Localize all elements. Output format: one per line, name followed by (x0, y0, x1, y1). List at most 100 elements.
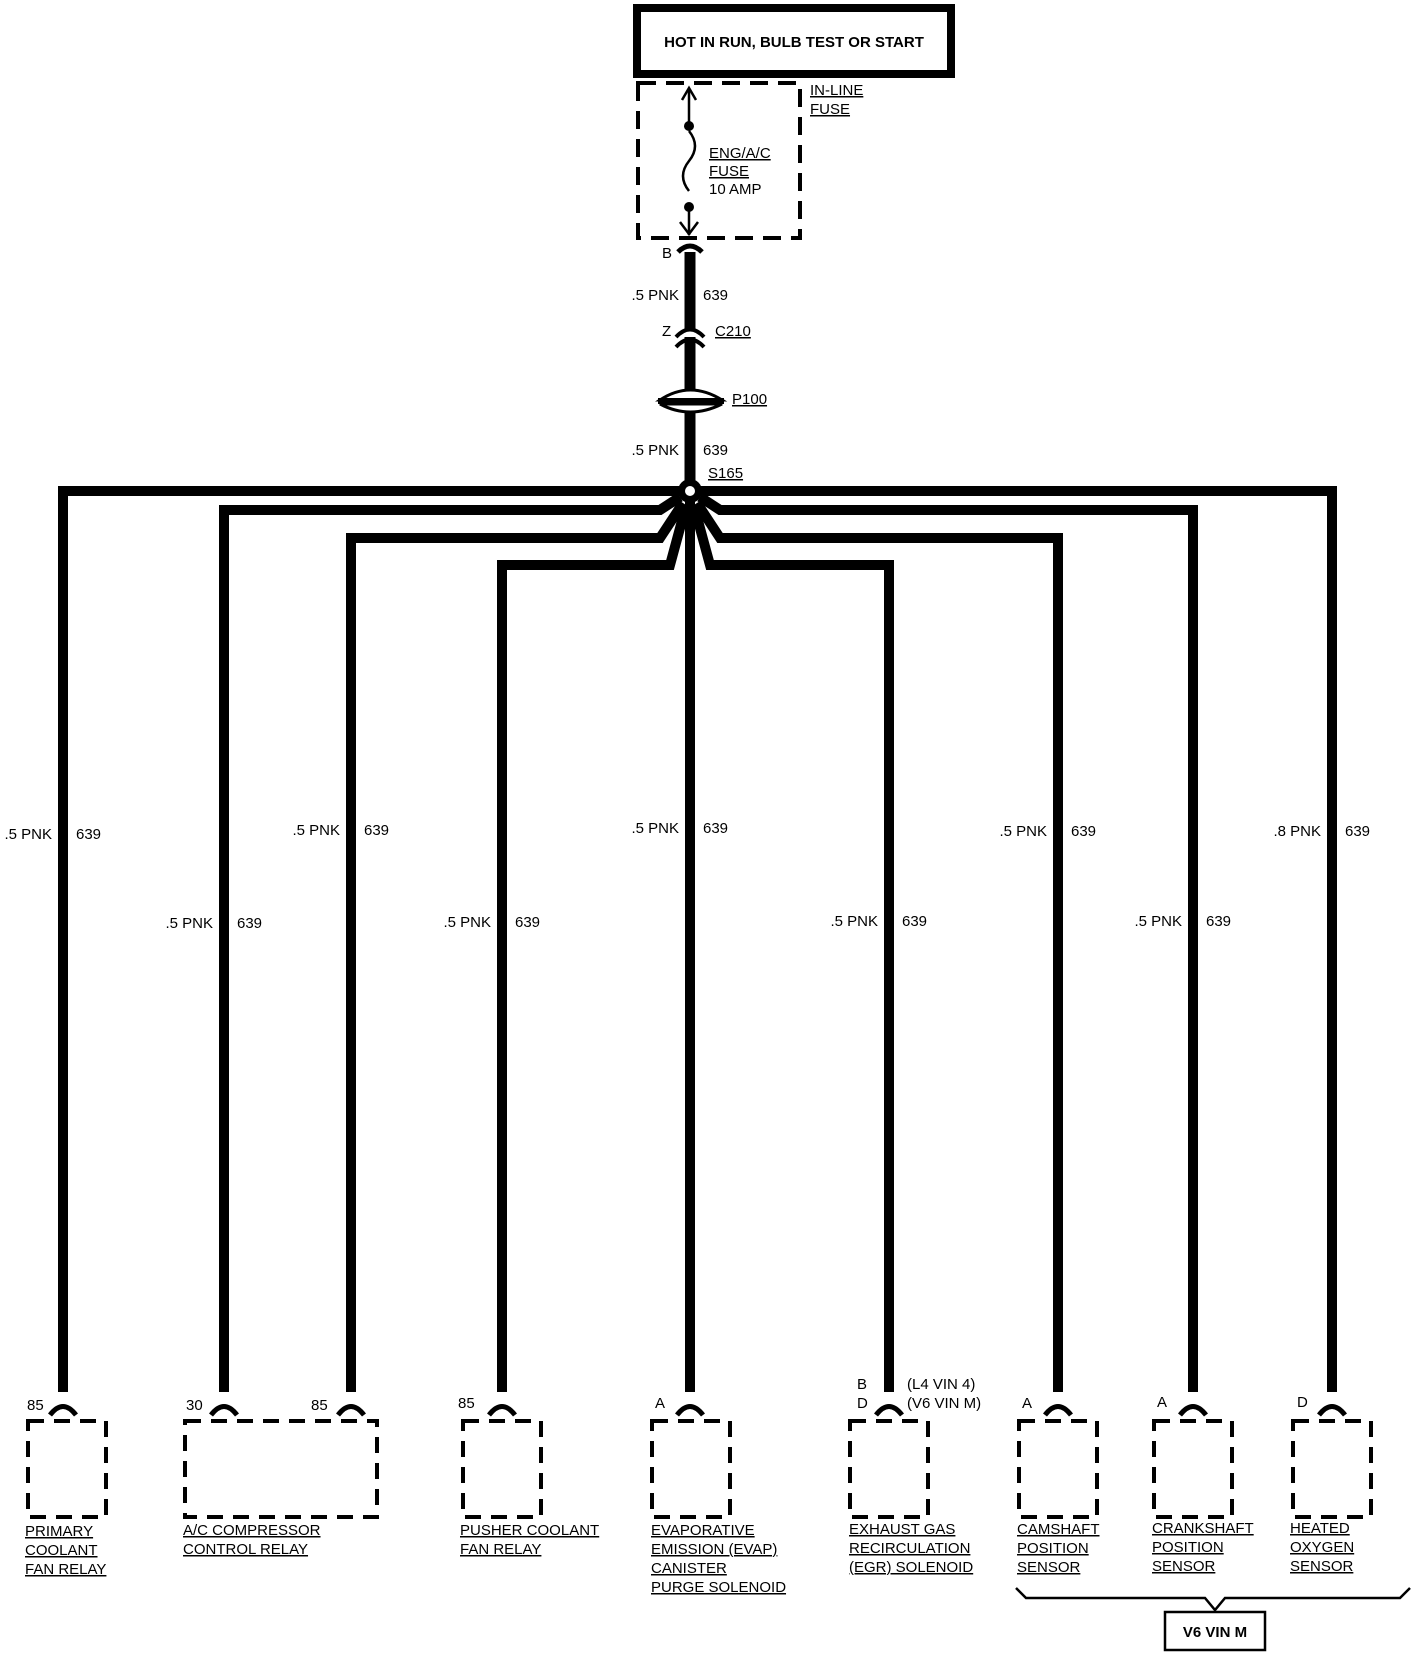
fuse-dot-top (684, 121, 694, 131)
terminal-crankshaft-a (1178, 1404, 1208, 1417)
camshaft-name-3: SENSOR (1017, 1559, 1081, 1576)
fuse-label-1: ENG/A/C (709, 145, 771, 162)
p100-grommet-band (658, 398, 724, 404)
branch-1-circuit: 639 (76, 826, 101, 843)
branch-7-circuit: 639 (1071, 823, 1096, 840)
branch-6-circuit: 639 (902, 913, 927, 930)
trunk-wire-1-gauge: .5 PNK (631, 287, 679, 304)
evap-purge-solenoid-box (650, 1419, 732, 1519)
fuse-arrow-bottom (679, 221, 699, 237)
branch-wire-heated-oxygen (700, 486, 1337, 1392)
primary-coolant-fan-relay-box (26, 1419, 108, 1519)
terminal-camshaft-a (1043, 1404, 1073, 1417)
terminal-arcs (48, 1404, 1347, 1417)
evap-name-2: EMISSION (EVAP) (651, 1541, 777, 1558)
group-label: V6 VIN M (1183, 1624, 1247, 1641)
c210-label: C210 (715, 323, 751, 340)
pin-b-label: B (662, 245, 672, 262)
terminal-pusher-85 (487, 1404, 517, 1417)
evap-pin-a: A (655, 1395, 665, 1412)
branch-wire-primary-coolant (58, 486, 680, 1392)
egr-name-1: EXHAUST GAS (849, 1521, 955, 1538)
splice-label: S165 (708, 465, 743, 482)
branch-wire-ac-pin85 (346, 500, 688, 1392)
camshaft-position-sensor-box (1017, 1419, 1099, 1519)
inline-fuse-label-2: FUSE (810, 101, 850, 118)
branch-wires (58, 486, 1337, 1392)
fuse-arrow-top (680, 85, 698, 101)
branch-3-gauge: .5 PNK (292, 822, 340, 839)
terminal-oxygen-d (1317, 1404, 1347, 1417)
branch-wire-camshaft (692, 500, 1063, 1392)
group-bracket (1015, 1587, 1411, 1612)
camshaft-name-1: CAMSHAFT (1017, 1521, 1100, 1538)
oxygen-name-3: SENSOR (1290, 1558, 1354, 1575)
branch-wire-egr (689, 504, 894, 1392)
component-boxes (26, 1419, 1373, 1519)
c210-connector-bottom (674, 337, 706, 349)
oxygen-pin-d: D (1297, 1394, 1308, 1411)
egr-pin-note-2: (V6 VIN M) (907, 1395, 981, 1412)
evap-name-1: EVAPORATIVE (651, 1522, 755, 1539)
ac-pin-85: 85 (311, 1397, 328, 1414)
branch-2-gauge: .5 PNK (165, 915, 213, 932)
egr-pin-d: D (857, 1395, 868, 1412)
camshaft-name-2: POSITION (1017, 1540, 1089, 1557)
terminal-ac-30 (209, 1404, 239, 1417)
pusher-coolant-fan-relay-box (461, 1419, 543, 1519)
branch-8-circuit: 639 (1206, 913, 1231, 930)
branch-2-circuit: 639 (237, 915, 262, 932)
crankshaft-name-3: SENSOR (1152, 1558, 1216, 1575)
primary-name-1: PRIMARY (25, 1523, 93, 1540)
connector-b (676, 243, 704, 254)
oxygen-name-1: HEATED (1290, 1520, 1350, 1537)
splice-s165-inner (685, 486, 695, 496)
trunk-wire-1-circuit: 639 (703, 287, 728, 304)
crankshaft-position-sensor-box (1152, 1419, 1234, 1519)
pusher-name-2: FAN RELAY (460, 1541, 541, 1558)
c210-pin-label: Z (662, 323, 671, 340)
branch-4-gauge: .5 PNK (443, 914, 491, 931)
primary-pin-85: 85 (27, 1397, 44, 1414)
supply-title: HOT IN RUN, BULB TEST OR START (664, 34, 924, 51)
trunk-wire-2-circuit: 639 (703, 442, 728, 459)
crankshaft-name-2: POSITION (1152, 1539, 1224, 1556)
p100-label: P100 (732, 391, 767, 408)
branch-wire-crankshaft (697, 492, 1198, 1392)
branch-5-gauge: .5 PNK (631, 820, 679, 837)
branch-5-circuit: 639 (703, 820, 728, 837)
ac-name-2: CONTROL RELAY (183, 1541, 308, 1558)
pusher-pin-85: 85 (458, 1395, 475, 1412)
terminal-primary-85 (48, 1404, 78, 1417)
egr-solenoid-box (848, 1419, 930, 1519)
terminal-egr-bd (874, 1404, 904, 1417)
branch-9-circuit: 639 (1345, 823, 1370, 840)
branch-3-circuit: 639 (364, 822, 389, 839)
branch-8-gauge: .5 PNK (1134, 913, 1182, 930)
egr-pin-b: B (857, 1376, 867, 1393)
terminal-ac-85 (336, 1404, 366, 1417)
camshaft-pin-a: A (1022, 1395, 1032, 1412)
fuse-label-3: 10 AMP (709, 181, 762, 198)
ac-pin-30: 30 (186, 1397, 203, 1414)
ac-compressor-control-relay-box (183, 1419, 379, 1519)
branch-7-gauge: .5 PNK (999, 823, 1047, 840)
ac-name-1: A/C COMPRESSOR (183, 1522, 321, 1539)
trunk-wire-2-gauge: .5 PNK (631, 442, 679, 459)
primary-name-3: FAN RELAY (25, 1561, 106, 1578)
inline-fuse-box (636, 81, 802, 240)
oxygen-name-2: OXYGEN (1290, 1539, 1354, 1556)
branch-9-gauge: .8 PNK (1273, 823, 1321, 840)
branch-wire-ac-pin30 (219, 492, 683, 1392)
terminal-evap-a (675, 1404, 705, 1417)
crankshaft-name-1: CRANKSHAFT (1152, 1520, 1254, 1537)
pusher-name-1: PUSHER COOLANT (460, 1522, 599, 1539)
inline-fuse-label-1: IN-LINE (810, 82, 863, 99)
group-label-box (1163, 1610, 1267, 1652)
branch-6-gauge: .5 PNK (830, 913, 878, 930)
branch-4-circuit: 639 (515, 914, 540, 931)
supply-box (633, 4, 955, 78)
crankshaft-pin-a: A (1157, 1394, 1167, 1411)
evap-name-4: PURGE SOLENOID (651, 1579, 786, 1596)
